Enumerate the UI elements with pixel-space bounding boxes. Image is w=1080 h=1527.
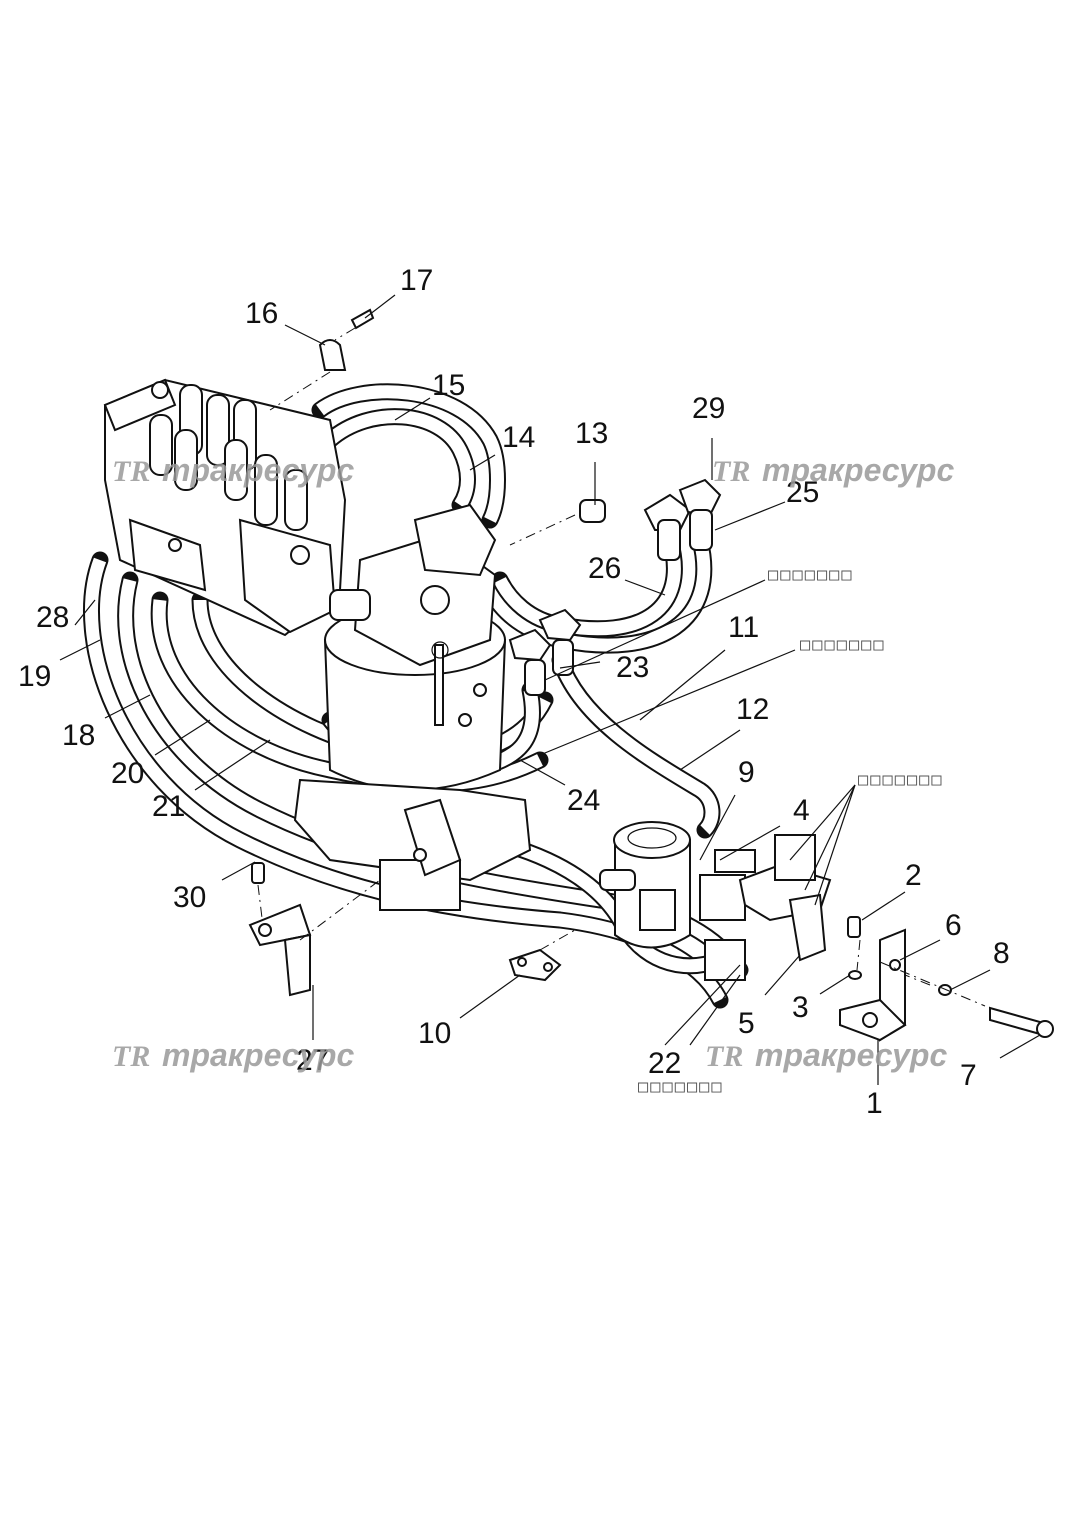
watermark-logo-4: TR bbox=[705, 1040, 743, 1073]
callout-6: 6 bbox=[945, 909, 962, 942]
boxed-label-2: □□□□□□□ bbox=[800, 635, 886, 655]
callout-26: 26 bbox=[588, 552, 621, 585]
watermarks: TR тракресурс TR тракресурс TR тракресур… bbox=[112, 452, 954, 1073]
watermark-logo-1: TR bbox=[112, 455, 150, 488]
watermark-logo-3: TR bbox=[112, 1040, 150, 1073]
manifold-blocks bbox=[704, 834, 832, 981]
watermark-text-1: тракресурс bbox=[162, 452, 354, 488]
callout-18: 18 bbox=[62, 719, 95, 752]
leader-lines bbox=[59, 294, 1041, 1085]
callout-12: 12 bbox=[736, 693, 769, 726]
small-parts bbox=[269, 308, 931, 986]
bracket-27 bbox=[248, 862, 381, 997]
callouts: 1 2 3 4 5 6 7 8 9 10 11 12 13 14 15 16 1… bbox=[18, 264, 1010, 1120]
hose-clamp-plate bbox=[403, 798, 462, 877]
callout-2: 2 bbox=[905, 859, 922, 892]
callout-28: 28 bbox=[36, 601, 69, 634]
watermark-text-3: тракресурс bbox=[162, 1037, 354, 1073]
callout-14: 14 bbox=[502, 421, 535, 454]
swing-motor bbox=[293, 503, 532, 911]
callout-19: 19 bbox=[18, 660, 51, 693]
rotary-joint bbox=[599, 821, 756, 949]
watermark-text-2: тракресурс bbox=[762, 452, 954, 488]
callout-21: 21 bbox=[152, 790, 185, 823]
watermark-logo-2: TR bbox=[712, 455, 750, 488]
callout-4: 4 bbox=[793, 794, 810, 827]
callout-20: 20 bbox=[111, 757, 144, 790]
callout-9: 9 bbox=[738, 756, 755, 789]
callout-22: 22 bbox=[648, 1047, 681, 1080]
flanges-top-right bbox=[508, 478, 722, 696]
callout-30: 30 bbox=[173, 881, 206, 914]
callout-25: 25 bbox=[786, 476, 819, 509]
callout-27: 27 bbox=[296, 1044, 329, 1077]
boxed-label-1: □□□□□□□ bbox=[768, 565, 854, 585]
callout-24: 24 bbox=[567, 784, 600, 817]
boxed-label-4: □□□□□□□ bbox=[638, 1077, 724, 1097]
watermark-2: TR тракресурс bbox=[712, 452, 954, 488]
callout-23: 23 bbox=[616, 651, 649, 684]
callout-11: 11 bbox=[728, 611, 759, 644]
watermark-4: TR тракресурс bbox=[705, 1037, 947, 1073]
callout-3: 3 bbox=[792, 991, 809, 1024]
control-valve-block bbox=[103, 378, 347, 637]
callout-8: 8 bbox=[993, 937, 1010, 970]
callout-10: 10 bbox=[418, 1017, 451, 1050]
watermark-1: TR тракресурс bbox=[112, 452, 354, 488]
boxed-label-3: □□□□□□□ bbox=[858, 770, 944, 790]
callout-1: 1 bbox=[866, 1087, 883, 1120]
callout-16: 16 bbox=[245, 297, 278, 330]
callout-17: 17 bbox=[400, 264, 433, 297]
flange-10 bbox=[508, 948, 562, 982]
callout-5: 5 bbox=[738, 1007, 755, 1040]
box-glyph-labels: □□□□□□□ □□□□□□□ □□□□□□□ □□□□□□□ bbox=[638, 565, 944, 1097]
callout-13: 13 bbox=[575, 417, 608, 450]
watermark-text-4: тракресурс bbox=[755, 1037, 947, 1073]
callout-15: 15 bbox=[432, 369, 465, 402]
callout-29: 29 bbox=[692, 392, 725, 425]
callout-7: 7 bbox=[960, 1059, 977, 1092]
watermark-3: TR тракресурс bbox=[112, 1037, 354, 1073]
